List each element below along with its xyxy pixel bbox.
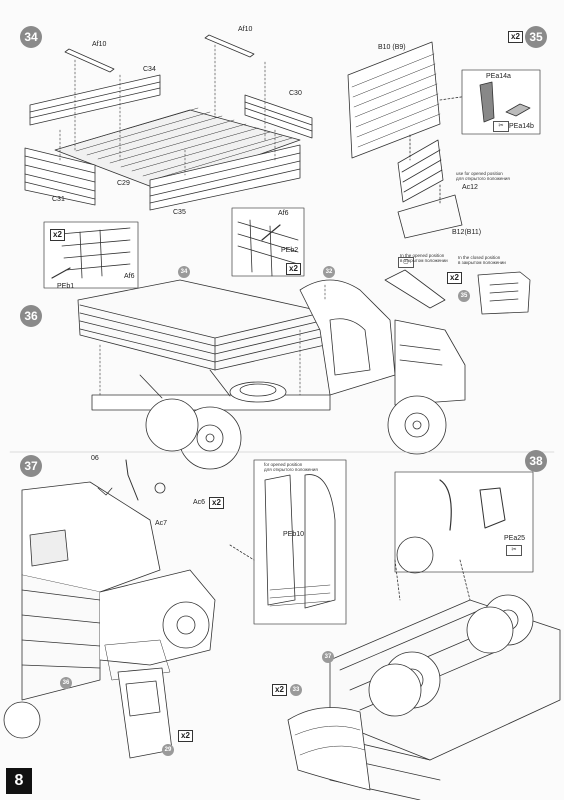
hood-positions-drawing (477, 271, 531, 315)
part-label: C31 (52, 196, 65, 203)
part-callout: 37 (322, 651, 334, 663)
part-label: PEa25 (504, 535, 526, 542)
quantity-badge: x2 (50, 229, 65, 241)
quantity-badge: x2 (272, 684, 287, 696)
cab-front-drawing (3, 459, 216, 759)
part-label: Ac7 (155, 520, 168, 527)
open-position-icon: ▢ (398, 257, 414, 268)
cut-tool-icon: ✂ (493, 121, 509, 132)
part-label: C29 (117, 180, 130, 187)
part-label: Af10 (238, 26, 253, 33)
part-callout: 29 (162, 744, 174, 756)
note-text: в закрытом положении (458, 260, 506, 265)
part-label: PEa14a (486, 73, 511, 80)
part-label: C30 (289, 90, 302, 97)
quantity-badge: x2 (447, 272, 462, 284)
note-text: для открытого положения (456, 176, 510, 181)
part-label: Af10 (92, 41, 107, 48)
part-callout: 34 (178, 266, 190, 278)
part-label: PEb1 (57, 283, 75, 290)
note-text: In the opened position (400, 253, 445, 258)
quantity-badge: x2 (508, 31, 523, 43)
part-callout: 36 (60, 677, 72, 689)
part-label: C34 (143, 66, 156, 73)
part-label: Ac6 (193, 499, 206, 506)
part-label: Ac12 (462, 184, 478, 191)
part-label: 06 (91, 455, 99, 462)
part-label: B12(B11) (452, 229, 482, 236)
step-number: 34 (20, 26, 42, 48)
part-label: PEb10 (283, 531, 305, 538)
note-text: в открытом положении (400, 258, 448, 263)
part-label: B10 (B9) (378, 44, 406, 51)
note-text: for opened position (264, 462, 303, 467)
step-number: 36 (20, 305, 42, 327)
truck-assembly-drawing (77, 269, 466, 470)
cargo-bed-exploded-drawing (24, 34, 313, 211)
step-number: 35 (525, 26, 547, 48)
rear-chassis-drawing (287, 471, 561, 800)
part-callout: 35 (458, 290, 470, 302)
note-text: In the closed position (458, 255, 501, 260)
part-label: PEb2 (281, 247, 299, 254)
note-text: для открытого положения (264, 467, 318, 472)
part-label: Af6 (124, 273, 135, 280)
quantity-badge: x2 (178, 730, 193, 742)
cut-tool-icon: ✂ (506, 545, 522, 556)
part-label: Af6 (278, 210, 289, 217)
quantity-badge: x2 (209, 497, 224, 509)
step-number: 38 (525, 450, 547, 472)
step-number: 37 (20, 455, 42, 477)
note-text: use for opened position (456, 171, 503, 176)
part-callout: 32 (323, 266, 335, 278)
part-callout: 33 (290, 684, 302, 696)
part-label: PEa14b (509, 123, 534, 130)
page-number: 8 (6, 768, 32, 794)
door-interior-detail-box (229, 459, 347, 625)
part-label: C35 (173, 209, 186, 216)
tailgate-panel-drawing (347, 41, 541, 239)
quantity-badge: x2 (286, 263, 301, 275)
bed-hinge-detail-boxes (43, 207, 305, 289)
